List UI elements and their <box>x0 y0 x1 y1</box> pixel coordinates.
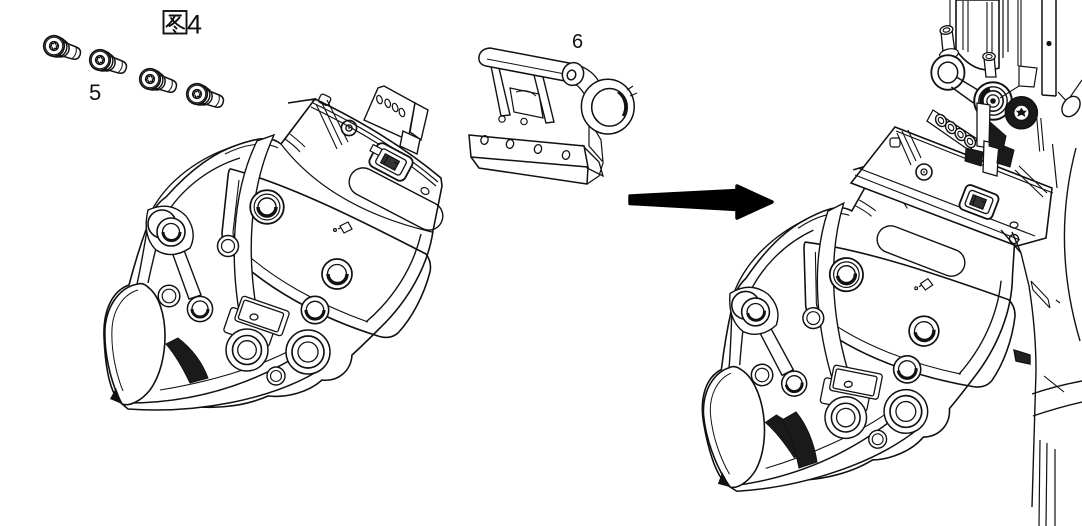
svg-text:4: 4 <box>187 10 202 40</box>
svg-text:5: 5 <box>89 80 101 105</box>
svg-text:6: 6 <box>572 31 583 53</box>
